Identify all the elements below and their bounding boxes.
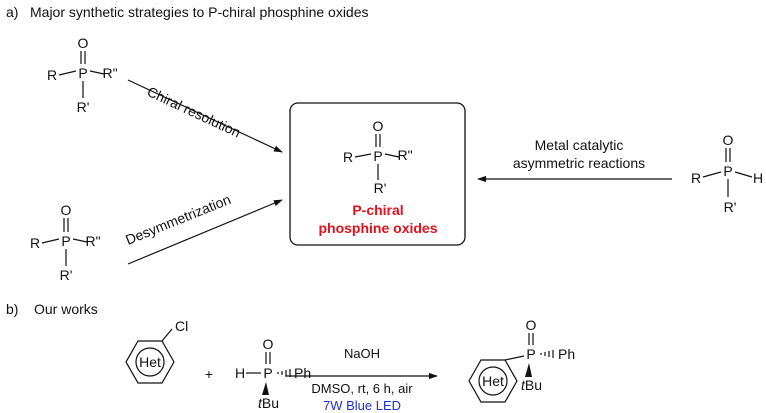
bond-P-Rdprime bbox=[384, 153, 400, 158]
molecule-tertiary-oxide-top: O P R R" R' bbox=[47, 35, 118, 115]
atom-R: R bbox=[343, 149, 353, 165]
arrow-desymmetrization bbox=[127, 199, 283, 265]
atom-R: R bbox=[30, 235, 40, 251]
section-a-title: Major synthetic strategies to P-chiral p… bbox=[30, 4, 369, 20]
label-metal-catalytic-line2: asymmetric reactions bbox=[513, 155, 645, 171]
product-box bbox=[289, 102, 466, 246]
atom-R-dprime: R" bbox=[85, 233, 100, 249]
atom-O: O bbox=[526, 317, 537, 333]
atom-R: R bbox=[691, 170, 701, 186]
atom-P: P bbox=[61, 233, 70, 249]
hashed-wedge-bond bbox=[540, 350, 554, 358]
atom-O: O bbox=[61, 202, 72, 218]
product-tertiary-phosphine-oxide: Het O P Ph tBu bbox=[468, 317, 575, 403]
section-b-title: Our works bbox=[34, 301, 98, 317]
atom-R: R bbox=[47, 67, 57, 83]
label-metal-catalytic-line1: Metal catalytic bbox=[535, 137, 624, 153]
atom-O: O bbox=[373, 118, 384, 134]
atom-tBu: tBu bbox=[521, 377, 542, 393]
atom-Cl: Cl bbox=[175, 318, 188, 334]
reactant-secondary-phosphine-oxide: O P H Ph tBu bbox=[235, 336, 311, 411]
tBu-Bu: Bu bbox=[262, 395, 279, 411]
product-label-line2: phosphine oxides bbox=[318, 220, 437, 236]
atom-R-prime: R' bbox=[60, 267, 73, 283]
bond-R-P bbox=[354, 153, 372, 158]
plus-sign: + bbox=[205, 366, 213, 382]
bond-ring-Cl bbox=[161, 328, 173, 342]
atom-P: P bbox=[373, 148, 382, 164]
aromatic-circle bbox=[135, 347, 165, 377]
bond-R-P bbox=[41, 238, 60, 244]
atom-R-dprime: R" bbox=[397, 147, 412, 163]
aromatic-circle bbox=[478, 366, 508, 396]
atom-R-prime: R' bbox=[724, 199, 737, 215]
bond-R-P bbox=[702, 171, 722, 178]
label-desymmetrization: Desymmetrization bbox=[123, 191, 233, 248]
atom-Ph: Ph bbox=[558, 346, 575, 362]
atom-R-dprime: R" bbox=[102, 65, 117, 81]
reactant-heteroaryl-chloride: Het Cl bbox=[125, 318, 188, 384]
atom-P: P bbox=[723, 163, 732, 179]
atom-tBu: tBu bbox=[258, 395, 279, 411]
ring-label-het: Het bbox=[139, 354, 161, 370]
atom-P: P bbox=[263, 365, 272, 381]
atom-O: O bbox=[78, 35, 89, 51]
atom-P: P bbox=[78, 65, 87, 81]
section-b-label: b) bbox=[6, 301, 18, 317]
ring-label-het: Het bbox=[482, 373, 504, 389]
atom-H: H bbox=[235, 365, 245, 381]
condition-solvent: DMSO, rt, 6 h, air bbox=[311, 381, 413, 396]
bond-R-P bbox=[58, 70, 77, 76]
condition-reagent: NaOH bbox=[344, 346, 380, 361]
atom-R-prime: R' bbox=[77, 99, 90, 115]
molecule-secondary-oxide: O P R H R' bbox=[691, 132, 763, 215]
atom-O: O bbox=[263, 336, 274, 352]
atom-Ph: Ph bbox=[294, 365, 311, 381]
product-label-line1: P-chiral bbox=[352, 202, 403, 218]
tBu-t: t bbox=[258, 395, 263, 411]
condition-light: 7W Blue LED bbox=[323, 398, 401, 413]
atom-O: O bbox=[723, 132, 734, 148]
bond-ring-P bbox=[504, 355, 525, 361]
bond-P-Rdprime bbox=[89, 70, 105, 75]
tBu-Bu: Bu bbox=[525, 377, 542, 393]
arrow-chiral-resolution bbox=[127, 79, 283, 153]
molecule-product: O P R R" R' bbox=[343, 118, 413, 196]
bond-P-Rdprime bbox=[72, 238, 88, 243]
atom-R-prime: R' bbox=[374, 180, 387, 196]
solid-wedge-bond bbox=[525, 363, 532, 377]
section-a-label: a) bbox=[6, 4, 18, 20]
label-chiral-resolution: Chiral resolution bbox=[145, 83, 243, 140]
bond-P-H bbox=[734, 171, 753, 178]
atom-P: P bbox=[526, 346, 535, 362]
tBu-t: t bbox=[521, 377, 526, 393]
atom-H: H bbox=[753, 170, 763, 186]
molecule-tertiary-oxide-bottom: O P R R" R' bbox=[30, 202, 101, 283]
solid-wedge-bond bbox=[262, 382, 269, 395]
